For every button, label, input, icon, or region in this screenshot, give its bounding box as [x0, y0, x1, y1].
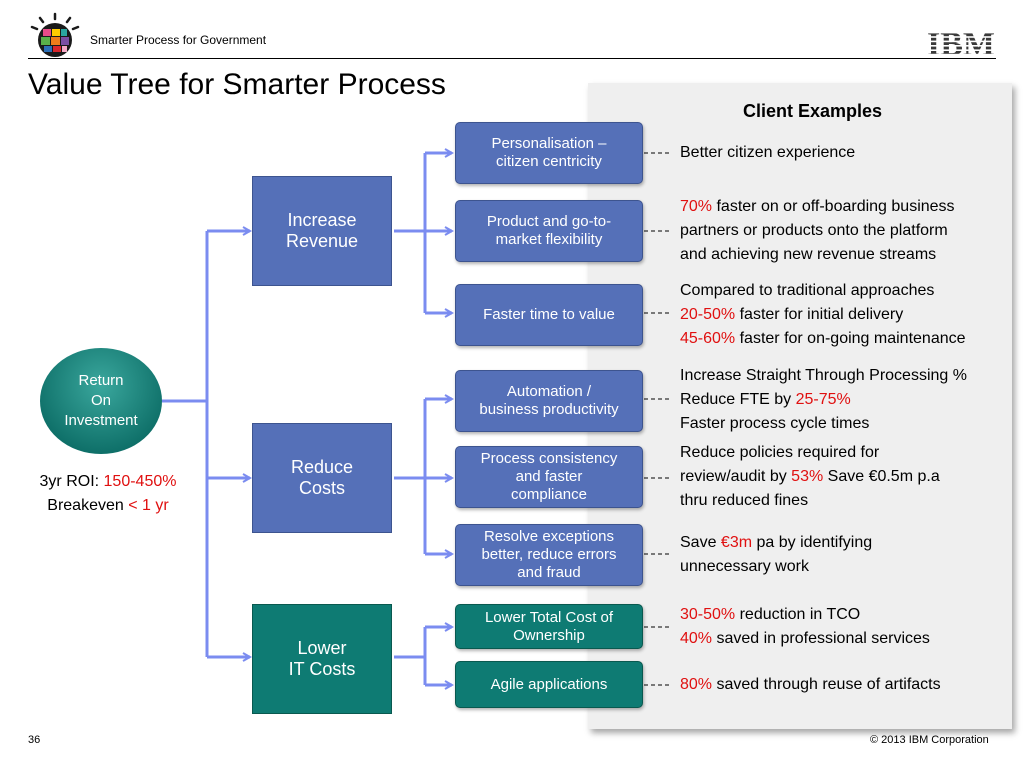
benefit-process-consistency: Process consistency and faster complianc…: [455, 446, 643, 508]
category-line: Reduce: [290, 456, 354, 477]
return-on-investment-node: Return On Investment: [40, 348, 162, 454]
roi-value: 150-450%: [103, 473, 177, 490]
category-line: Revenue: [285, 231, 359, 251]
benefit-line: Personalisation –: [491, 135, 607, 153]
benefit-line: compliance: [511, 485, 587, 503]
category-lower-it-costs: Lower IT Costs: [252, 604, 392, 714]
example-4: Increase Straight Through Processing % R…: [680, 364, 967, 436]
benefit-personalisation: Personalisation – citizen centricity: [455, 122, 643, 184]
example-line: Reduce FTE by 25-75%: [680, 391, 851, 408]
example-line: and achieving new revenue streams: [680, 246, 937, 263]
example-line: thru reduced fines: [680, 492, 809, 509]
example-line: review/audit by 53% Save €0.5m p.a: [680, 468, 940, 485]
example-1: Better citizen experience: [680, 141, 855, 165]
root-line: Investment: [64, 412, 138, 430]
benefit-line: Automation /: [506, 383, 592, 401]
benefit-line: citizen centricity: [496, 153, 602, 170]
example-8: 80% saved through reuse of artifacts: [680, 673, 941, 697]
benefit-faster-time-to-value: Faster time to value: [455, 284, 643, 346]
example-line: Increase Straight Through Processing %: [680, 367, 967, 384]
category-line: Lower: [297, 637, 347, 658]
benefit-line: business productivity: [479, 401, 619, 418]
smarter-planet-icon: [30, 12, 80, 57]
category-line: Increase: [287, 209, 357, 230]
example-line: Reduce policies required for: [680, 444, 880, 461]
roi-label: 3yr ROI:: [39, 473, 100, 490]
benefit-line: Resolve exceptions: [483, 528, 615, 546]
root-line: Return: [78, 371, 124, 389]
benefit-automation: Automation / business productivity: [455, 370, 643, 432]
slide-title: Value Tree for Smarter Process: [28, 68, 446, 101]
ibm-logo: IBM: [927, 26, 995, 58]
category-reduce-costs: Reduce Costs: [252, 423, 392, 533]
category-line: IT Costs: [288, 659, 356, 679]
benefit-line: better, reduce errors: [481, 546, 617, 564]
breakeven-value: < 1 yr: [128, 497, 169, 514]
header-divider: [28, 58, 996, 59]
example-line: 20-50% faster for initial delivery: [680, 306, 904, 323]
header-subtitle: Smarter Process for Government: [90, 33, 267, 47]
example-line: 80% saved through reuse of artifacts: [680, 676, 941, 693]
example-line: unnecessary work: [680, 558, 809, 575]
example-6: Save €3m pa by identifying unnecessary w…: [680, 531, 872, 579]
benefit-resolve-exceptions: Resolve exceptions better, reduce errors…: [455, 524, 643, 586]
client-examples-panel: [588, 83, 1012, 729]
example-line: 45-60% faster for on-going maintenance: [680, 330, 966, 347]
root-line: On: [90, 391, 111, 409]
svg-text:IBM: IBM: [927, 26, 995, 58]
benefit-product-flexibility: Product and go-to- market flexibility: [455, 200, 643, 262]
breakeven-summary: Breakeven < 1 yr: [18, 497, 198, 515]
example-3: Compared to traditional approaches 20-50…: [680, 279, 966, 351]
client-examples-title: Client Examples: [742, 101, 883, 121]
example-line: 30-50% reduction in TCO: [680, 606, 861, 623]
benefit-line: Faster time to value: [483, 306, 615, 324]
benefit-line: Lower Total Cost of: [484, 608, 614, 626]
benefit-line: Product and go-to-: [486, 213, 612, 231]
benefit-line: Process consistency: [480, 450, 618, 468]
example-line: 40% saved in professional services: [680, 630, 930, 647]
benefit-lower-tco: Lower Total Cost of Ownership: [455, 604, 643, 649]
example-2: 70% faster on or off-boarding business p…: [680, 195, 955, 267]
benefit-agile-applications: Agile applications: [455, 661, 643, 708]
example-7: 30-50% reduction in TCO 40% saved in pro…: [680, 603, 930, 651]
example-line: partners or products onto the platform: [680, 222, 948, 239]
example-5: Reduce policies required for review/audi…: [680, 441, 940, 513]
benefit-line: and faster: [515, 468, 583, 486]
example-line: Compared to traditional approaches: [680, 282, 935, 299]
benefit-line: and fraud: [517, 563, 581, 581]
example-line: Faster process cycle times: [680, 415, 870, 432]
copyright-notice: © 2013 IBM Corporation: [870, 734, 989, 746]
category-line: Costs: [298, 478, 345, 498]
benefit-line: Ownership: [513, 626, 585, 644]
example-line: Better citizen experience: [680, 144, 856, 161]
page-number: 36: [28, 734, 41, 746]
benefit-line: Agile applications: [490, 675, 608, 693]
example-line: 70% faster on or off-boarding business: [680, 198, 955, 215]
category-increase-revenue: Increase Revenue: [252, 176, 392, 286]
roi-summary: 3yr ROI: 150-450%: [18, 473, 198, 491]
example-dashes: [644, 152, 672, 686]
breakeven-label: Breakeven: [47, 497, 124, 514]
example-line: Save €3m pa by identifying: [680, 534, 873, 551]
benefit-line: market flexibility: [495, 231, 603, 248]
